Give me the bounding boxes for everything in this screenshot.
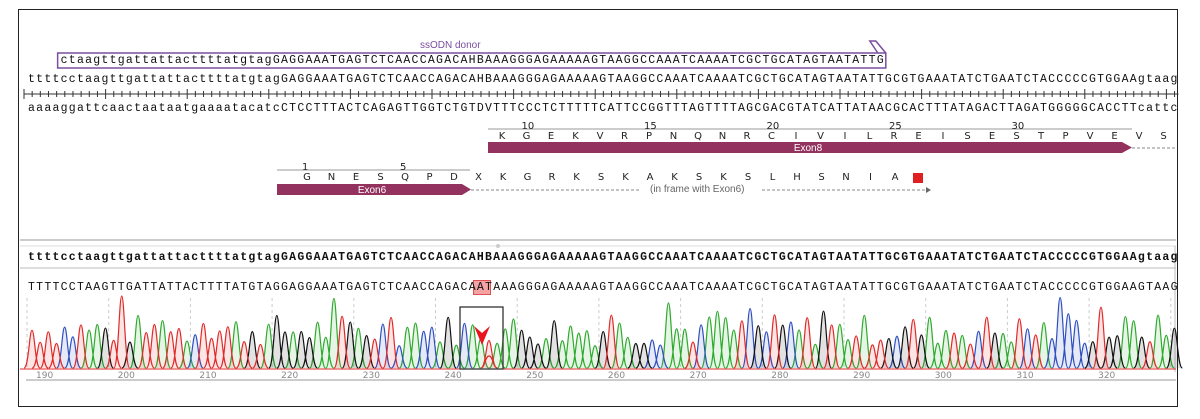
exon8-amino-acid: V	[596, 131, 604, 142]
exon8-amino-acid: G	[522, 131, 531, 142]
axis-tick-label: 270	[689, 371, 707, 381]
read-mismatch: AT	[476, 281, 494, 294]
splitter-handle	[496, 244, 500, 248]
exon8-amino-acid: V	[1086, 131, 1094, 142]
exon6-amino-acid: X	[475, 172, 482, 183]
exon8-amino-acid: V	[1135, 131, 1143, 142]
exon8-amino-acid: T	[1037, 131, 1045, 142]
exon6-amino-acid: S	[695, 172, 703, 183]
exon8-amino-acid: N	[669, 131, 678, 142]
exon8-amino-acid: S	[1160, 131, 1167, 142]
exon6-residue-number: 5	[400, 162, 407, 173]
axis-tick-label: 250	[526, 371, 544, 381]
chromatogram-trace-G	[96, 310, 1183, 369]
exon6-residue-number: 1	[302, 162, 309, 173]
exon6-amino-acid: K	[720, 172, 727, 183]
exon6-amino-acid: P	[426, 172, 433, 183]
reference-bottom-strand[interactable]: aaaaggattcaactaataatgaaaatacatcCTCCTTTAC…	[28, 102, 1179, 115]
exon8-amino-acid: I	[843, 131, 847, 142]
axis-tick-label: 210	[199, 371, 217, 381]
exon8-residue-number: 25	[889, 121, 902, 132]
exon8-amino-acid: C	[768, 131, 775, 142]
exon8-amino-acid: S	[964, 131, 971, 142]
exon6-amino-acid: A	[891, 172, 899, 183]
exon8-amino-acid: E	[915, 131, 922, 142]
axis-tick-label: 240	[444, 371, 462, 381]
exon6-amino-acid: N	[842, 172, 850, 183]
stop-codon-marker	[913, 173, 923, 183]
axis-tick-label: 290	[853, 371, 871, 381]
exon6-amino-acid: K	[499, 172, 507, 183]
exon8-amino-acid: R	[890, 131, 898, 142]
exon8-amino-acid: E	[988, 131, 996, 142]
exon8-amino-acid: P	[645, 131, 653, 142]
exon6-amino-acid: S	[818, 172, 825, 183]
exon8-residue-number: 20	[766, 121, 780, 132]
axis-tick-label: 300	[934, 371, 952, 381]
exon8-amino-acid: E	[1111, 131, 1118, 142]
exon6-amino-acid: A	[646, 172, 654, 183]
exon8-amino-acid: L	[866, 131, 873, 142]
read-sequence[interactable]: TTTTCCTAAGTTGATTATTACTTTTATGTAGGAGGAAATG…	[28, 282, 1179, 294]
mismatch-highlight	[473, 280, 491, 295]
exon8-amino-acid: R	[743, 131, 751, 142]
exon6-bar	[277, 184, 471, 195]
exon8-amino-acid: K	[498, 131, 506, 142]
exon8-amino-acid: K	[572, 131, 579, 142]
ssodn-label: ssODN donor	[420, 40, 481, 51]
exon6-amino-acid: H	[793, 172, 801, 183]
exon8-amino-acid: V	[817, 131, 824, 142]
chromatogram-trace-C	[56, 297, 1093, 369]
read-suffix: AAAGGGAGAAAAAGTAAGGCCAAATCAAAATCGCTGCATA…	[493, 281, 1179, 294]
exon6-amino-acid: K	[671, 172, 678, 183]
exon8-amino-acid: R	[621, 131, 628, 142]
exon6-amino-acid: G	[303, 172, 311, 183]
exon8-amino-acid: E	[547, 131, 555, 142]
read-prefix: TTTTCCTAAGTTGATTATTACTTTTATGTAGGAGGAAATG…	[28, 281, 477, 294]
axis-tick-label: 280	[771, 371, 789, 381]
sequence-view-frame	[18, 9, 1178, 407]
mutation-box	[459, 306, 504, 370]
exon8-amino-acid: Q	[694, 131, 702, 142]
axis-tick-label: 260	[607, 371, 626, 381]
alignment-reference[interactable]: ttttcctaagttgattattacttttatgtagGAGGAAATG…	[28, 251, 1179, 264]
exon8-amino-acid: N	[718, 131, 727, 142]
exon6-amino-acid: K	[573, 172, 580, 183]
exon8-amino-acid: S	[1013, 131, 1020, 142]
ssodn-box	[56, 40, 887, 69]
exon6-amino-acid: S	[377, 172, 384, 183]
exon8-residue-number: 30	[1011, 121, 1025, 132]
exon8-amino-acid: P	[1062, 131, 1069, 142]
exon6-amino-acid: R	[548, 172, 556, 183]
exon8-bar	[488, 142, 1132, 153]
axis-tick-label: 310	[1016, 371, 1034, 381]
exon8-amino-acid: I	[794, 131, 798, 142]
exon6-amino-acid: E	[352, 172, 360, 183]
exon6-amino-acid: S	[744, 172, 752, 183]
exon6-amino-acid: S	[597, 172, 605, 183]
exon6-amino-acid: I	[869, 172, 872, 183]
exon6-amino-acid: G	[523, 172, 532, 183]
frame-arrowhead	[926, 187, 931, 193]
exon6-amino-acid: Q	[401, 172, 409, 183]
exon8-label: Exon8	[793, 143, 823, 154]
exon6-amino-acid: N	[327, 172, 336, 183]
exon8-residue-number: 10	[521, 121, 535, 132]
mutation-arrow-icon	[474, 326, 490, 345]
exon8-residue-number: 15	[644, 121, 657, 132]
exon6-amino-acid: K	[622, 172, 629, 183]
exon8-amino-acid: I	[941, 131, 945, 142]
reference-top-strand[interactable]: ttttcctaagttgattattacttttatgtagGAGGAAATG…	[28, 73, 1179, 86]
axis-tick-label: 220	[281, 371, 299, 381]
exon6-amino-acid: D	[450, 172, 458, 183]
exon6-label: Exon6	[357, 185, 387, 196]
exon6-amino-acid: L	[769, 172, 776, 183]
axis-tick-label: 200	[117, 371, 135, 381]
frame-note: (in frame with Exon6)	[650, 184, 745, 195]
axis-tick-label: 190	[36, 371, 54, 381]
axis-tick-label: 230	[362, 371, 380, 381]
ssodn-sequence[interactable]: ctaagttgattattacttttatgtagGAGGAAATGAGTCT…	[60, 54, 885, 67]
chromatogram-trace-T	[23, 295, 1159, 369]
axis-tick-label: 320	[1098, 371, 1116, 381]
